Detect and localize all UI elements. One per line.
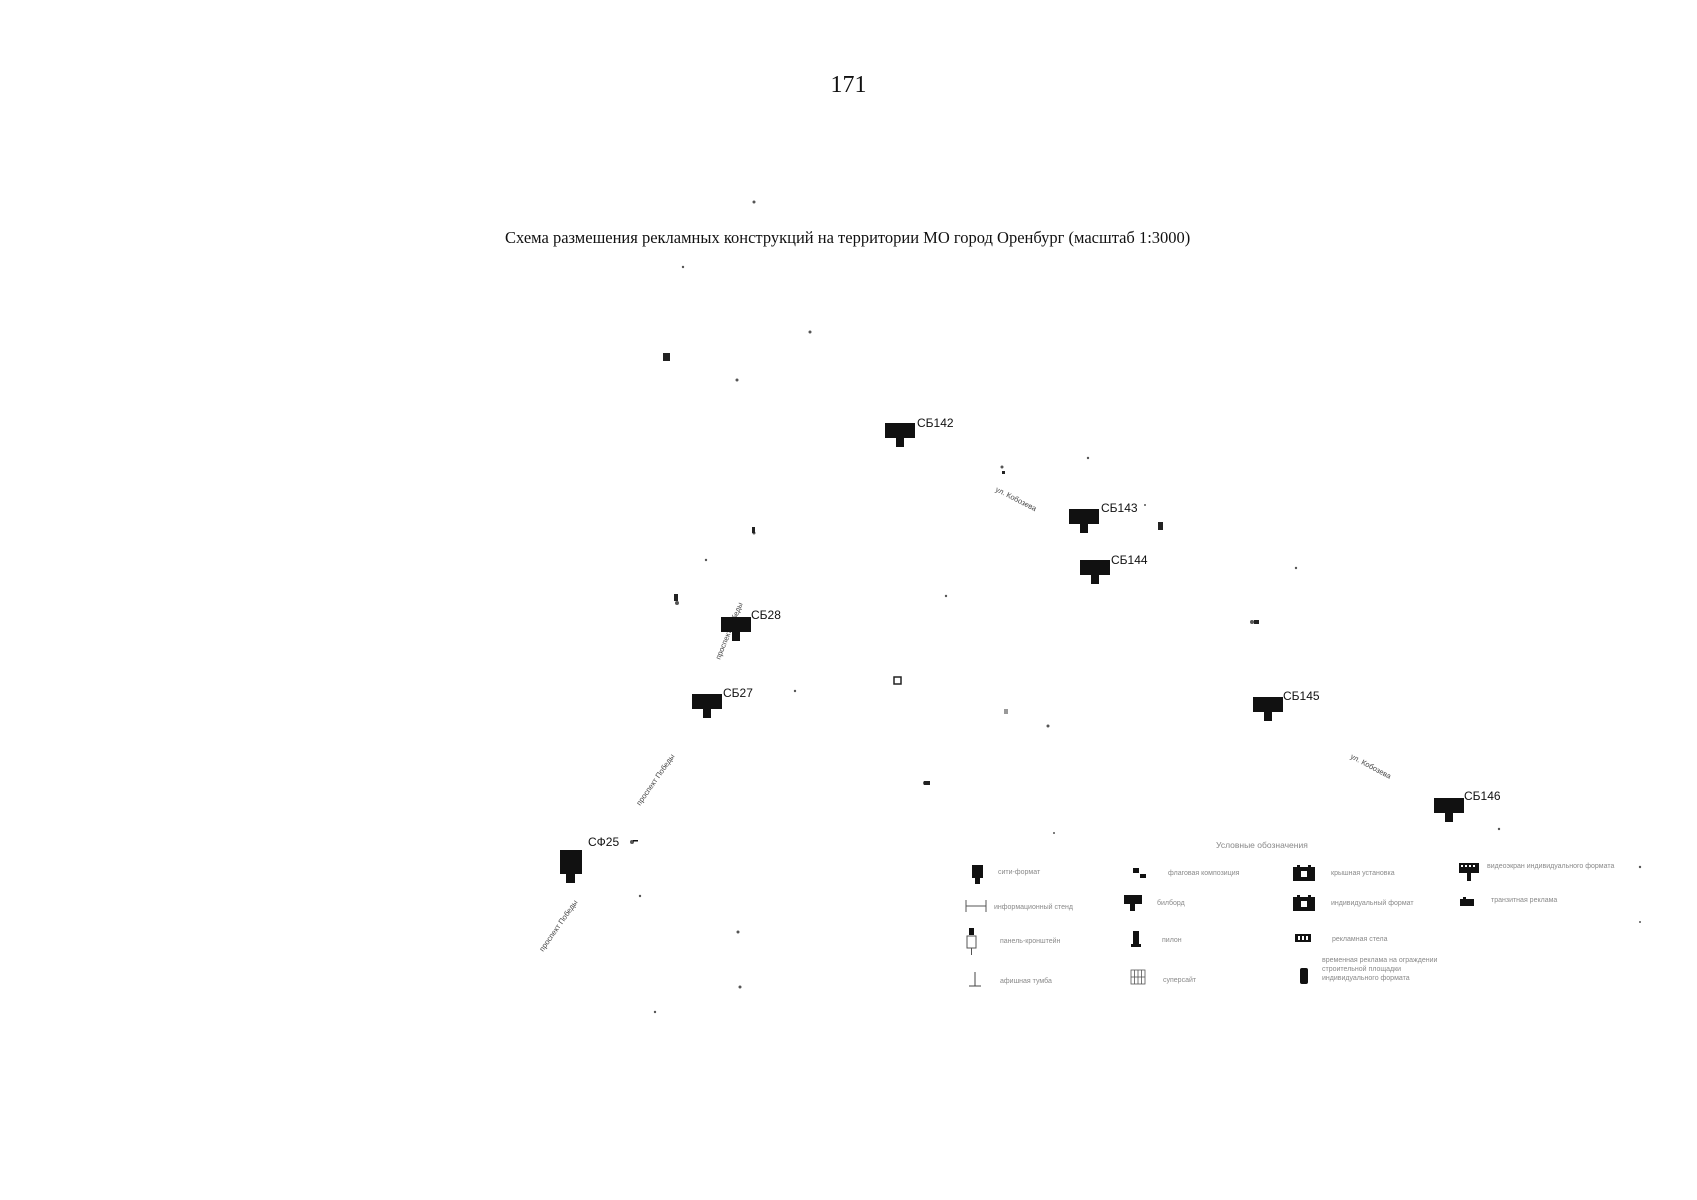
svg-text:пилон: пилон [1162, 937, 1182, 944]
marker-label: СБ145 [1283, 689, 1320, 703]
info-stand-icon [965, 900, 987, 912]
marker-sb28[interactable]: СБ28 [721, 608, 781, 641]
billboard-icon [692, 694, 722, 718]
city-format-icon [972, 865, 983, 884]
special-structure-icon [1300, 968, 1308, 984]
marker-label: СБ146 [1464, 789, 1501, 803]
street-label-pobedy-1: проспект Победы [537, 898, 579, 953]
flag-composition-icon [1133, 868, 1146, 878]
city-format-icon [560, 850, 582, 883]
legend-item: суперсайт [1130, 969, 1197, 985]
svg-text:флаговая композиция: флаговая композиция [1168, 870, 1240, 877]
individual-format-icon [1293, 895, 1315, 911]
background-speckles [630, 200, 1642, 1014]
legend-item: флаговая композиция [1133, 868, 1240, 878]
street-label-lower: ул. Кобозева [1349, 752, 1393, 781]
billboard-icon [885, 423, 915, 447]
background-symbols [663, 353, 1259, 785]
street-label-pobedy-2: проспект Победы [634, 752, 676, 807]
marker-sb143[interactable]: СБ143 [1069, 501, 1138, 533]
legend-item: крышная установка [1293, 865, 1395, 881]
marker-sb145[interactable]: СБ145 [1253, 689, 1320, 721]
super-site-icon [1130, 969, 1146, 985]
svg-text:транзитная реклама: транзитная реклама [1491, 897, 1557, 904]
svg-text:сити-формат: сити-формат [998, 869, 1041, 876]
poster-stand-icon [969, 972, 981, 987]
svg-text:рекламная стела: рекламная стела [1332, 936, 1388, 943]
billboard-icon [1124, 895, 1142, 911]
marker-sb142[interactable]: СБ142 [885, 416, 954, 447]
legend: Условные обозначения сити-формат флагова… [965, 840, 1614, 987]
svg-text:панель-кронштейн: панель-кронштейн [1000, 937, 1061, 945]
legend-item: афишная тумба [969, 972, 1052, 987]
transit-advertising-icon [1460, 897, 1474, 906]
pylon-icon [1131, 931, 1141, 947]
legend-title: Условные обозначения [1216, 840, 1308, 850]
legend-item [1300, 968, 1308, 984]
legend-item: рекламная стела [1295, 934, 1388, 943]
marker-label: СБ143 [1101, 501, 1138, 515]
map-title: Схема размешения рекламных конструкций н… [505, 228, 1191, 247]
billboard-icon [1080, 560, 1110, 584]
marker-label: СБ28 [751, 608, 781, 622]
svg-text:индивидуальный формат: индивидуальный формат [1331, 899, 1414, 907]
marker-sb146[interactable]: СБ146 [1434, 789, 1501, 822]
panel-bracket-icon [966, 928, 977, 955]
legend-item: билборд [1124, 895, 1185, 911]
legend-item: панель-кронштейн [966, 928, 1061, 955]
legend-item: пилон [1131, 931, 1182, 947]
svg-text:билборд: билборд [1157, 899, 1185, 907]
page-number: 171 [830, 72, 867, 98]
legend-item-label-special: временная реклама на ограждении строител… [1322, 957, 1437, 982]
legend-item: информационный стенд [965, 900, 1073, 912]
marker-label: СБ142 [917, 416, 954, 430]
marker-sf25[interactable]: СФ25 [560, 835, 638, 883]
svg-text:афишная тумба: афишная тумба [1000, 977, 1052, 985]
marker-sb27[interactable]: СБ27 [692, 686, 753, 718]
svg-text:видеоэкран индивидуального фор: видеоэкран индивидуального формата [1487, 863, 1614, 870]
billboard-icon [1434, 798, 1464, 822]
video-screen-icon [1459, 863, 1479, 881]
svg-text:крышная установка: крышная установка [1331, 870, 1395, 877]
billboard-icon [1069, 509, 1099, 533]
legend-item: сити-формат [972, 865, 1041, 884]
advertising-stand-icon [1295, 934, 1311, 942]
legend-item: транзитная реклама [1460, 897, 1557, 906]
svg-text:информационный стенд: информационный стенд [994, 903, 1073, 911]
street-label-upper: ул. Кобозева [994, 485, 1039, 514]
legend-item: видеоэкран индивидуального формата [1459, 863, 1614, 881]
marker-label: СБ27 [723, 686, 753, 700]
billboard-icon [1253, 697, 1283, 721]
roof-installation-icon [1293, 865, 1315, 881]
marker-sb144[interactable]: СБ144 [1080, 553, 1148, 584]
legend-item: индивидуальный формат [1293, 895, 1414, 911]
marker-label: СБ144 [1111, 553, 1148, 567]
svg-text:суперсайт: суперсайт [1163, 976, 1197, 984]
marker-label: СФ25 [588, 835, 619, 849]
